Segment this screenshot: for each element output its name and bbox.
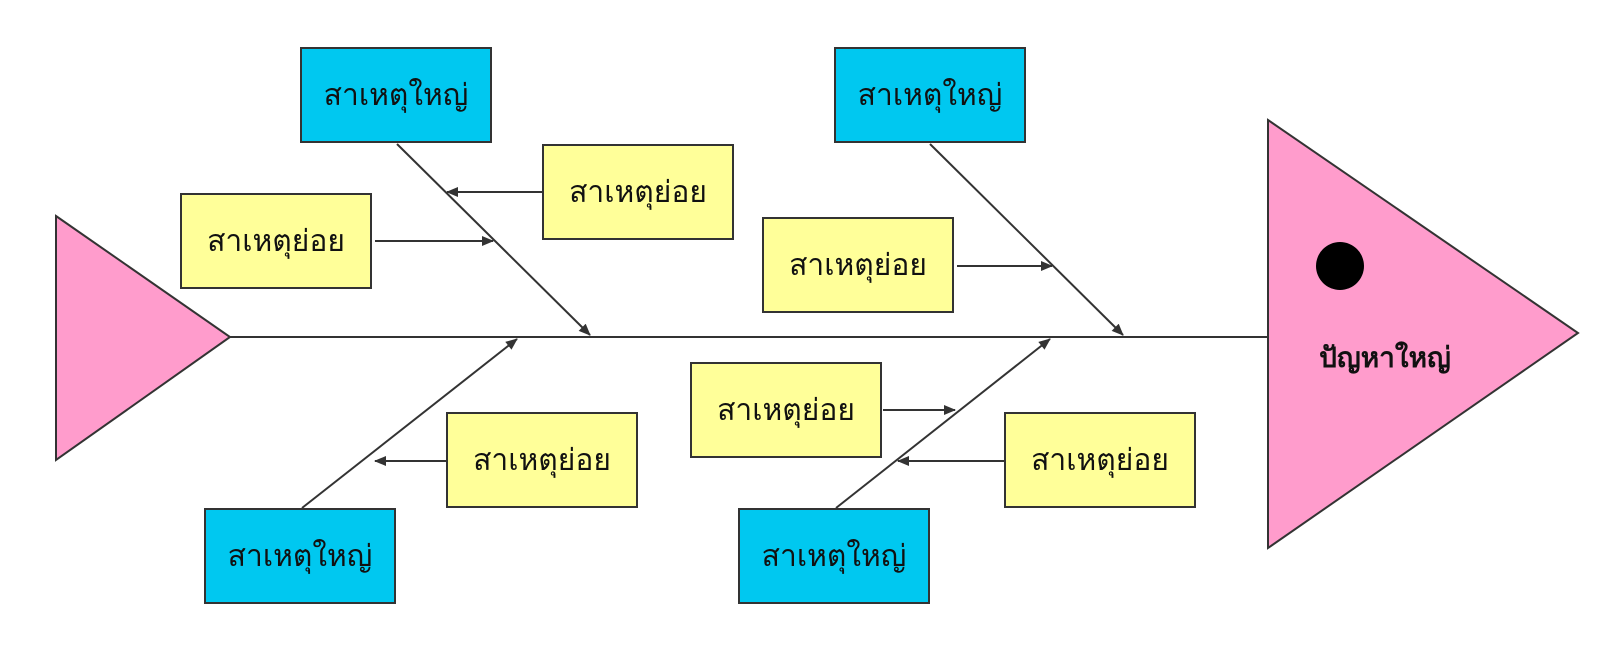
major-cause-box-2: สาเหตุใหญ่ (834, 47, 1026, 143)
minor-cause-label: สาเหตุย่อย (789, 247, 927, 283)
minor-cause-box-5: สาเหตุย่อย (446, 412, 638, 508)
bone-upper-right (929, 143, 1124, 336)
fish-head (1267, 118, 1580, 550)
fish-eye (1316, 242, 1364, 290)
minor-cause-label: สาเหตุย่อย (569, 174, 707, 210)
major-cause-box-3: สาเหตุใหญ่ (204, 508, 396, 604)
minor-cause-label: สาเหตุย่อย (1031, 442, 1169, 478)
minor-cause-label: สาเหตุย่อย (717, 392, 855, 428)
minor-cause-label: สาเหตุย่อย (207, 223, 345, 259)
fish-tail (55, 214, 232, 462)
minor-cause-box-3: สาเหตุย่อย (762, 217, 954, 313)
major-cause-label: สาเหตุใหญ่ (857, 77, 1003, 113)
major-cause-label: สาเหตุใหญ่ (323, 77, 469, 113)
major-cause-box-4: สาเหตุใหญ่ (738, 508, 930, 604)
major-cause-box-1: สาเหตุใหญ่ (300, 47, 492, 143)
minor-cause-box-6: สาเหตุย่อย (1004, 412, 1196, 508)
major-cause-label: สาเหตุใหญ่ (227, 538, 373, 574)
minor-cause-label: สาเหตุย่อย (473, 442, 611, 478)
minor-cause-box-1: สาเหตุย่อย (180, 193, 372, 289)
major-cause-label: สาเหตุใหญ่ (761, 538, 907, 574)
problem-label: ปัญหาใหญ่ (1319, 341, 1451, 374)
bone-lower-left (301, 338, 518, 509)
bone-lower-right (835, 338, 1051, 509)
minor-cause-box-4: สาเหตุย่อย (690, 362, 882, 458)
minor-cause-box-2: สาเหตุย่อย (542, 144, 734, 240)
